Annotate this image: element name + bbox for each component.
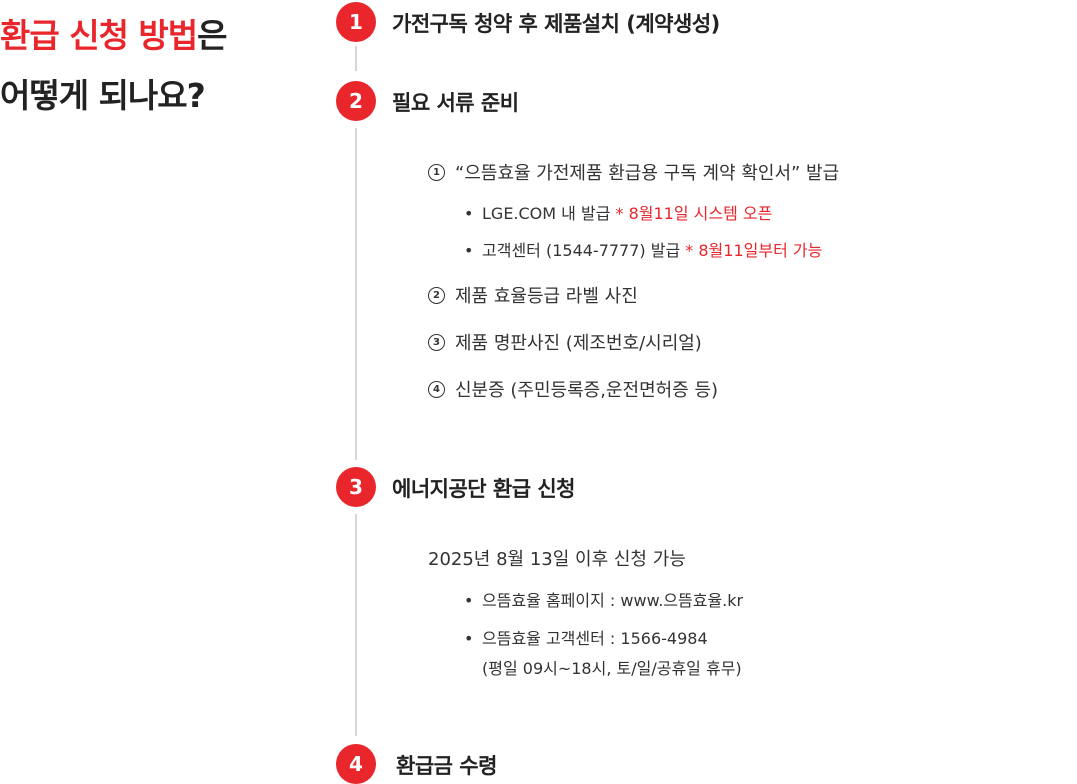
- number-circle-icon: 2: [428, 286, 445, 304]
- note-text: * 8월11일 시스템 오픈: [615, 204, 773, 223]
- document-text: 제품 명판사진 (제조번호/시리얼): [455, 333, 702, 354]
- number-circle-icon: 4: [428, 380, 445, 398]
- document-text: 제품 효율등급 라벨 사진: [455, 286, 638, 307]
- apply-hours: (평일 09시~18시, 토/일/공휴일 휴무): [482, 659, 742, 678]
- apply-channel: •으뜸효율 고객센터 : 1566-4984: [464, 629, 708, 648]
- document-text: 신분증 (주민등록증,운전면허증 등): [455, 380, 719, 401]
- step-2-badge: 2: [336, 81, 376, 121]
- step-1-title: 가전구독 청약 후 제품설치 (계약생성): [392, 12, 720, 36]
- timeline-line-3: [355, 514, 357, 736]
- step-1-badge: 1: [336, 2, 376, 42]
- apply-channel: •으뜸효율 홈페이지 : www.으뜸효율.kr: [464, 591, 744, 610]
- note-text: * 8월11일부터 가능: [685, 241, 823, 260]
- document-item-3: 3 제품 명판사진 (제조번호/시리얼): [428, 329, 702, 355]
- document-item-1: 1 “으뜸효율 가전제품 환급용 구독 계약 확인서” 발급: [428, 159, 839, 185]
- document-text: “으뜸효율 가전제품 환급용 구독 계약 확인서” 발급: [455, 163, 840, 184]
- title-line2: 어떻게 되나요?: [0, 76, 206, 115]
- document-item-2: 2 제품 효율등급 라벨 사진: [428, 282, 638, 308]
- step-3-title: 에너지공단 환급 신청: [392, 477, 576, 501]
- page-title: 환급 신청 방법은 어떻게 되나요?: [0, 6, 228, 126]
- timeline-line-1: [355, 46, 357, 71]
- document-item-4: 4 신분증 (주민등록증,운전면허증 등): [428, 376, 718, 402]
- number-circle-icon: 1: [428, 163, 445, 181]
- step-3-badge: 3: [336, 467, 376, 507]
- number-circle-icon: 3: [428, 333, 445, 351]
- timeline-line-2: [355, 128, 357, 460]
- title-rest: 은: [197, 16, 227, 55]
- step-4-badge: 4: [336, 744, 376, 784]
- step-2-title: 필요 서류 준비: [392, 91, 519, 115]
- step-4-title: 환급금 수령: [396, 754, 497, 778]
- bullet-icon: •: [464, 591, 474, 610]
- bullet-icon: •: [464, 204, 474, 223]
- bullet-icon: •: [464, 629, 474, 648]
- document-sub-item: •고객센터 (1544-7777) 발급 * 8월11일부터 가능: [464, 241, 823, 260]
- document-sub-item: •LGE.COM 내 발급 * 8월11일 시스템 오픈: [464, 204, 773, 223]
- bullet-icon: •: [464, 241, 474, 260]
- apply-date-text: 2025년 8월 13일 이후 신청 가능: [428, 549, 686, 570]
- title-accent: 환급 신청 방법: [0, 16, 198, 55]
